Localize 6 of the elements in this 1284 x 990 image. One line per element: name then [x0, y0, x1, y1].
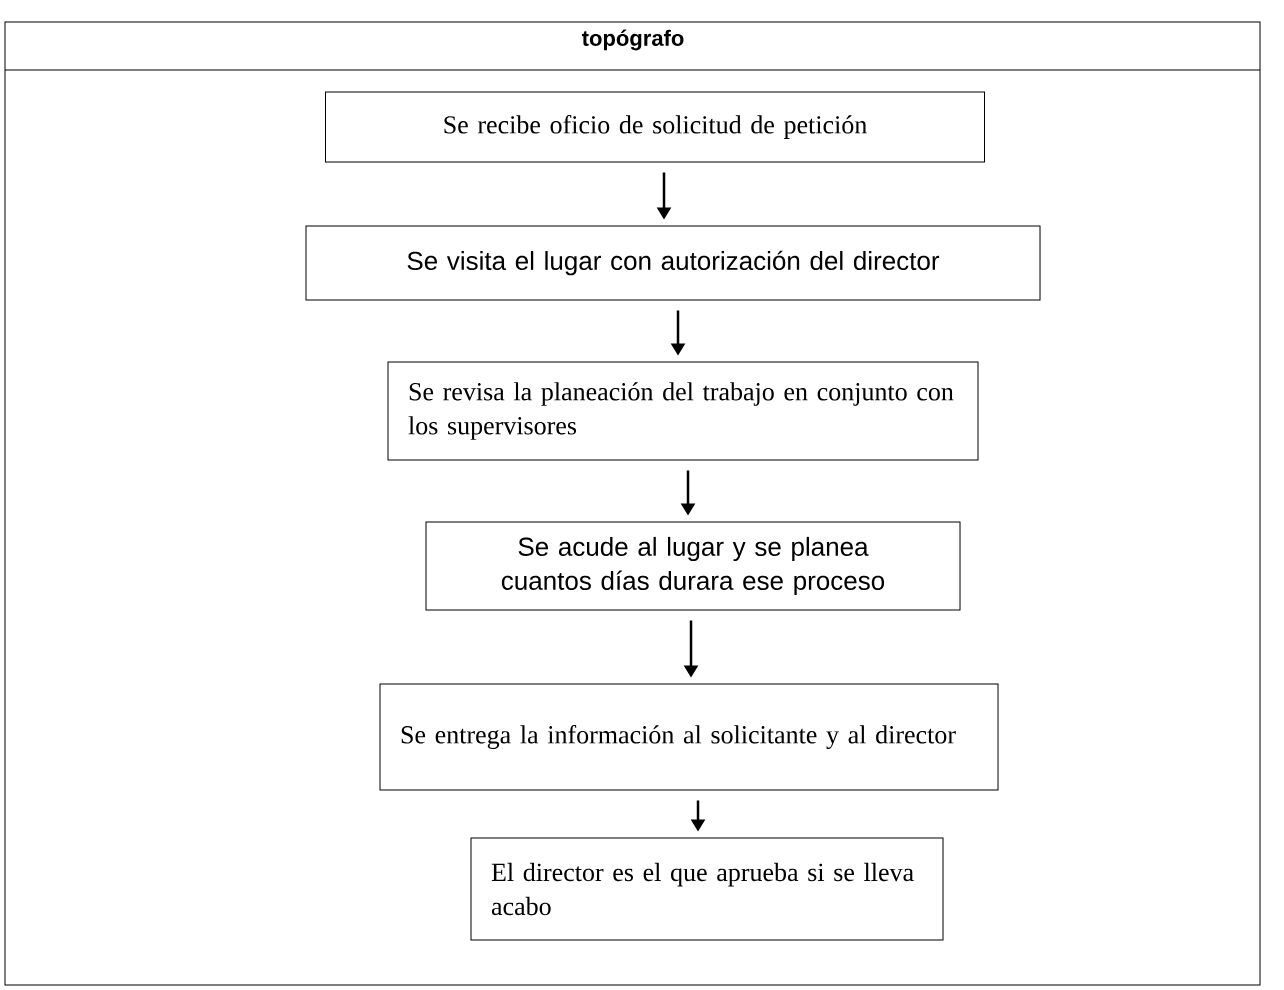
process-box: El director es el que aprueba si se lleva acabo	[470, 837, 944, 941]
process-box: Se recibe oficio de solicitud de petición	[325, 91, 985, 163]
process-box: Se entrega la información al solicitante y al director	[379, 683, 999, 791]
process-box: Se acude al lugar y se planea cuantos días durara ese proceso	[425, 521, 961, 611]
process-box: Se revisa la planeación del trabajo en conjunto con los supervisores	[387, 361, 979, 461]
process-box: Se visita el lugar con autorización del director	[305, 225, 1041, 301]
